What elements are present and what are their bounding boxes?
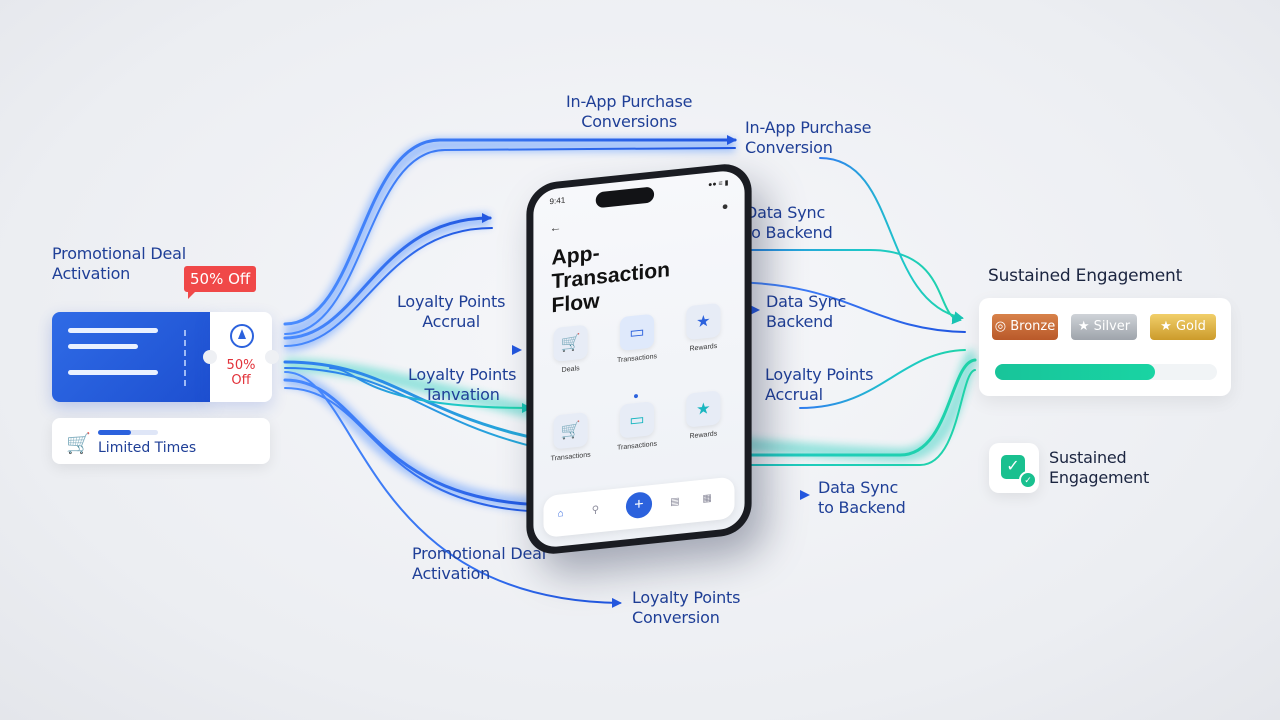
engagement-check: ✓ ✓	[989, 443, 1039, 493]
status-time: 9:41	[549, 195, 566, 207]
star-icon: ★	[686, 390, 721, 428]
silver-star-icon: ★	[1077, 319, 1094, 334]
home-icon[interactable]: ⌂	[557, 508, 564, 520]
card-icon: ▭	[619, 401, 655, 439]
tile-transactions-3[interactable]: ▭ Transactions	[614, 401, 660, 453]
label-data-sync-2: Data Sync Backend	[766, 292, 847, 331]
tile-deals[interactable]: 🛒 Deals	[547, 324, 593, 376]
label-loyalty-accrual-mid: Loyalty Points Accrual	[397, 292, 506, 331]
ticket-text-line	[68, 344, 138, 349]
tier-progress-fill	[995, 364, 1155, 380]
phone-frame: 9:41 ●● ≡ ▮ ← ● App- Transaction Flow 🛒 …	[526, 161, 752, 557]
ticket-stub: 50% Off	[210, 312, 272, 402]
app-title: App- Transaction Flow	[551, 241, 671, 318]
label-sustained-engagement: Sustained Engagement	[1049, 448, 1150, 487]
limited-time-label: Limited Times	[98, 440, 197, 456]
discount-badge: 50% Off	[184, 266, 257, 299]
label-data-sync-3: Data Sync to Backend	[818, 478, 906, 517]
tier-silver-label: Silver	[1093, 319, 1131, 334]
cart-icon: 🛒	[553, 412, 588, 450]
user-icon[interactable]: ●	[721, 200, 729, 214]
label-inapp-conversion: In-App Purchase Conversion	[745, 118, 872, 157]
ticket-text-line	[68, 328, 158, 333]
tier-gold-label: Gold	[1175, 319, 1206, 334]
tile-transactions[interactable]: ▭ Transactions	[614, 313, 660, 365]
tile-label: Transactions	[616, 353, 658, 365]
back-arrow-icon[interactable]: ←	[549, 219, 562, 236]
ticket-notch	[203, 350, 217, 364]
bottom-nav: ⌂ ⚲ + ▤ ▦	[543, 476, 735, 538]
tier-bronze[interactable]: ◎ Bronze	[992, 314, 1058, 340]
label-loyalty-conversion: Loyalty Points Conversion	[632, 588, 741, 627]
limited-time-card[interactable]: 🛒 Limited Times	[52, 418, 270, 464]
tile-transactions-2[interactable]: 🛒 Transactions	[547, 411, 593, 463]
card-icon: ▭	[619, 313, 655, 352]
check-badge-icon: ✓	[1019, 471, 1037, 489]
promo-ticket[interactable]: 50% Off	[52, 312, 279, 402]
star-icon: ★	[686, 302, 721, 341]
tile-rewards-2[interactable]: ★ Rewards	[680, 390, 726, 442]
tier-card: ◎ Bronze ★ Silver ★ Gold	[979, 298, 1231, 396]
tile-label: Transactions	[616, 440, 658, 452]
limited-progress-bar	[98, 430, 158, 435]
label-sustained-engagement-header: Sustained Engagement	[988, 266, 1183, 286]
gold-star-icon: ★	[1160, 319, 1176, 334]
page-indicator	[633, 393, 638, 399]
ticket-body	[52, 312, 210, 402]
limited-progress-fill	[98, 430, 131, 435]
tile-label: Rewards	[689, 430, 718, 441]
ticket-notch	[265, 350, 279, 364]
label-inapp-conversions: In-App Purchase Conversions	[566, 92, 693, 131]
add-button[interactable]: +	[625, 490, 653, 520]
label-data-sync-1: Data Sync to Backend	[745, 203, 833, 242]
tile-rewards[interactable]: ★ Rewards	[680, 302, 726, 354]
tile-label: Rewards	[689, 342, 718, 353]
cart-icon: 🛒	[553, 324, 588, 362]
tier-bronze-label: Bronze	[1010, 319, 1056, 334]
ticket-text-line	[68, 370, 158, 375]
ticket-perforation	[184, 330, 188, 386]
tier-silver[interactable]: ★ Silver	[1071, 314, 1137, 340]
label-promo-activation-left: Promotional Deal Activation	[52, 244, 186, 283]
label-loyalty-tanvation: Loyalty Points Tanvation	[408, 365, 517, 404]
label-loyalty-accrual-right: Loyalty Points Accrual	[765, 365, 874, 404]
tier-progress-bar	[995, 364, 1217, 380]
status-icons: ●● ≡ ▮	[708, 179, 729, 189]
tier-gold[interactable]: ★ Gold	[1150, 314, 1216, 340]
tile-label: Transactions	[550, 451, 591, 463]
ticket-stub-discount: 50% Off	[226, 358, 256, 388]
bronze-medal-icon: ◎	[994, 319, 1011, 334]
phone-screen: 9:41 ●● ≡ ▮ ← ● App- Transaction Flow 🛒 …	[533, 169, 745, 549]
wallet-icon[interactable]: ▤	[670, 495, 680, 508]
cart-icon: 🛒	[66, 433, 91, 455]
dynamic-island	[595, 186, 655, 209]
grid-icon[interactable]: ▦	[702, 492, 712, 505]
compass-icon	[230, 324, 254, 348]
search-icon[interactable]: ⚲	[591, 504, 600, 517]
tile-label: Deals	[561, 365, 580, 375]
phone-mockup: 9:41 ●● ≡ ▮ ← ● App- Transaction Flow 🛒 …	[505, 160, 765, 557]
